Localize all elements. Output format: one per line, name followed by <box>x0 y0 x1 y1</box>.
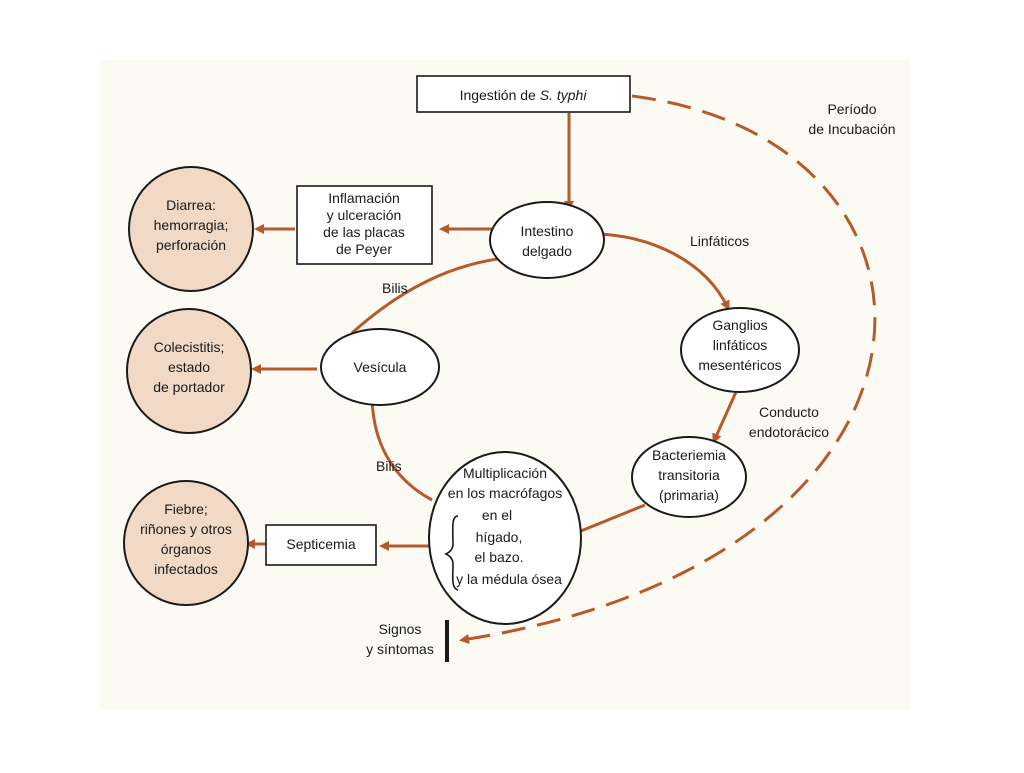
multiplication-node: Multiplicación en los macrófagos en el h… <box>428 451 582 625</box>
duct-label-line-1: Conducto <box>759 404 819 420</box>
vesicle-node: Vesícula <box>320 328 440 406</box>
fever-node: Fiebre; riñones y otros órganos infectad… <box>123 480 249 606</box>
signs-line-2: y síntomas <box>366 641 434 657</box>
intestine-node: Intestino delgado <box>489 201 605 279</box>
incubation-label-line-2: de Incubación <box>808 121 895 137</box>
lymphatics-label: Linfáticos <box>690 233 749 249</box>
ingestion-label: Ingestión de S. typhi <box>460 87 588 103</box>
thoracic-duct-arrow <box>712 391 738 444</box>
edge-labels: Período de Incubación Linfáticos Conduct… <box>376 101 896 474</box>
septicemia-box: Septicemia <box>265 524 377 566</box>
bacteremia-line-1: Bacteriemia <box>652 447 726 463</box>
signs-node: Signos y síntomas <box>366 620 449 662</box>
inflammation-line-1: Inflamación <box>328 190 400 206</box>
multiplication-line-2: en los macrófagos <box>448 485 562 501</box>
fever-line-1: Fiebre; <box>164 501 208 517</box>
cholecystitis-node: Colecistitis; estado de portador <box>126 308 252 434</box>
ingestion-box: Ingestión de S. typhi <box>416 75 631 113</box>
cholecystitis-line-3: de portador <box>153 379 225 395</box>
diarrhea-node: Diarrea: hemorragia; perforación <box>128 166 254 292</box>
bacteremia-line-2: transitoria <box>658 467 720 483</box>
intestine-line-2: delgado <box>522 243 572 259</box>
brace-icon <box>444 515 459 591</box>
diarrhea-line-2: hemorragia; <box>154 217 229 233</box>
diarrhea-line-1: Diarrea: <box>166 197 216 213</box>
septicemia-label: Septicemia <box>286 536 355 552</box>
arrows <box>245 94 877 644</box>
cholecystitis-line-1: Colecistitis; <box>154 339 225 355</box>
inflammation-line-2: y ulceración <box>327 207 402 223</box>
ganglia-node: Ganglios linfáticos mesentéricos <box>680 307 800 393</box>
multiplication-line-1: Multiplicación <box>463 465 547 481</box>
vesicle-label: Vesícula <box>354 359 407 375</box>
multiplication-line-4: hígado, <box>476 529 523 545</box>
cholecystitis-line-2: estado <box>168 359 210 375</box>
inflammation-line-3: de las placas <box>323 224 405 240</box>
incubation-dashed-arrow <box>459 94 877 644</box>
bacteremia-node: Bacteriemia transitoria (primaria) <box>631 436 747 518</box>
ganglia-line-2: linfáticos <box>713 337 767 353</box>
bilis-lower-label: Bilis <box>376 458 402 474</box>
incubation-label-line-1: Período <box>827 101 876 117</box>
bacteremia-line-3: (primaria) <box>659 487 719 503</box>
inflammation-box: Inflamación y ulceración de las placas d… <box>296 185 433 265</box>
diarrhea-line-3: perforación <box>156 237 226 253</box>
ganglia-line-3: mesentéricos <box>698 357 781 373</box>
duct-label-line-2: endotorácico <box>749 424 829 440</box>
bilis-upper-label: Bilis <box>382 280 408 296</box>
multiplication-line-6: y la médula ósea <box>456 571 562 587</box>
ganglia-line-1: Ganglios <box>712 317 767 333</box>
multiplication-line-5: el bazo. <box>474 549 523 565</box>
fever-line-2: riñones y otros <box>140 521 232 537</box>
bilis-lower-arrow <box>367 391 433 502</box>
fever-line-3: órganos <box>161 541 212 557</box>
inflammation-line-4: de Peyer <box>336 241 392 257</box>
lymphatics-arrow <box>597 232 730 311</box>
fever-line-4: infectados <box>154 561 218 577</box>
multiplication-line-3: en el <box>482 507 512 523</box>
signs-line-1: Signos <box>379 621 422 637</box>
signs-bar <box>445 620 449 662</box>
bilis-upper-arrow <box>350 252 518 335</box>
intestine-line-1: Intestino <box>521 223 574 239</box>
